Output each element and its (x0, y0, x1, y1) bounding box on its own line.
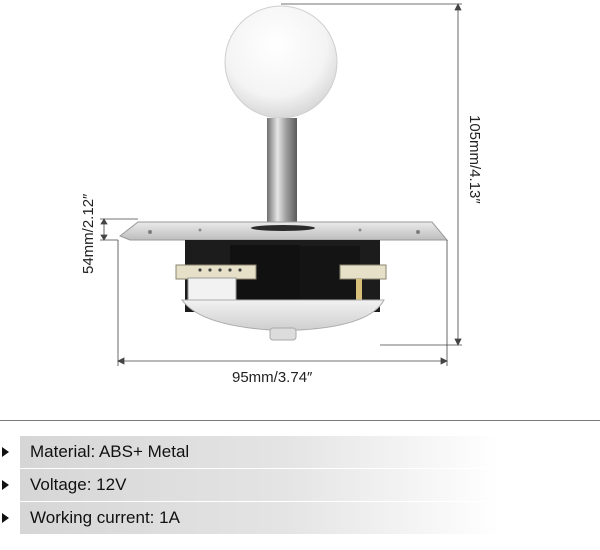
section-divider (0, 420, 600, 421)
height-dimension-label: 105mm/4.13″ (466, 115, 483, 204)
spec-material: Material: ABS+ Metal (30, 442, 190, 461)
shaft (267, 118, 297, 230)
height-dimension-label-wrap: 105mm/4.13″ (466, 115, 572, 204)
bullet-arrow-icon (2, 447, 9, 457)
joystick-body (175, 240, 387, 341)
spec-voltage: Voltage: 12V (30, 475, 127, 494)
mounting-plate (119, 221, 449, 241)
spec-highlight (20, 436, 500, 468)
spec-highlight (20, 502, 500, 534)
bullet-arrow-icon (2, 480, 9, 490)
spec-highlight (20, 469, 500, 501)
ball-top (224, 5, 338, 119)
plate-height-dimension-label: 54mm/2.12″ (80, 193, 97, 274)
spec-item: Working current: 1A (0, 502, 600, 534)
spec-current: Working current: 1A (30, 508, 180, 527)
spec-item: Voltage: 12V (0, 469, 600, 501)
dimension-lines (100, 3, 462, 366)
joystick-product-image (100, 3, 462, 366)
spec-list: Material: ABS+ Metal Voltage: 12V Workin… (0, 436, 600, 535)
width-dimension-label: 95mm/3.74″ (232, 369, 313, 386)
spec-item: Material: ABS+ Metal (0, 436, 600, 468)
bullet-arrow-icon (2, 513, 9, 523)
